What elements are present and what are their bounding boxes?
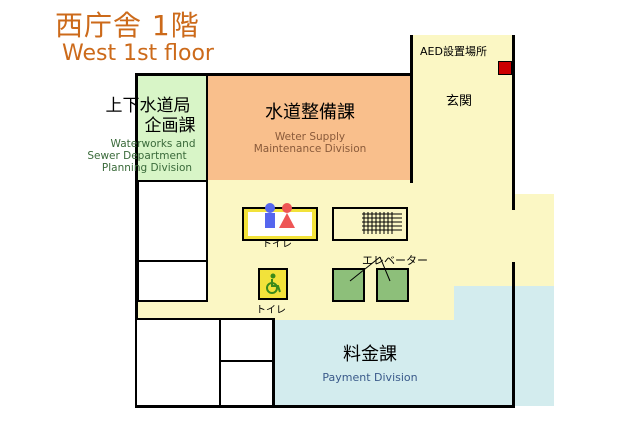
- accessible-toilet-label: トイレ: [256, 305, 286, 316]
- wall-row-top: [137, 318, 273, 321]
- entrance-hall: [412, 35, 514, 185]
- planning-jp-1: 上下水道局: [105, 96, 191, 116]
- toilet-inner: [248, 212, 312, 236]
- elevator-2[interactable]: [376, 268, 409, 302]
- aed-label: AED設置場所: [420, 45, 487, 58]
- wall-planning-divider: [206, 74, 208, 180]
- payment-en: Payment Division: [322, 371, 418, 384]
- room-maintenance: [207, 75, 412, 180]
- storage-1: [137, 180, 208, 264]
- wall-entrance-right: [512, 35, 515, 210]
- room-planning: [137, 75, 207, 180]
- floor-title-en: West 1st floor: [62, 41, 214, 66]
- payment-jp: 料金課: [343, 344, 397, 365]
- storage-5: [221, 362, 272, 405]
- toilet-label: トイレ: [262, 239, 292, 250]
- wall-bottom: [135, 405, 515, 408]
- wall-top: [137, 73, 413, 76]
- wheelchair-icon: [266, 273, 281, 294]
- wall-entrance-left: [410, 35, 413, 183]
- floor-title-jp: 西庁舎 1階: [55, 9, 200, 42]
- storage-3: [137, 320, 219, 405]
- elevator-pointer: [349, 256, 391, 282]
- stairs-icon: [362, 212, 402, 234]
- maintenance-en-1: Weter Supply: [274, 131, 346, 143]
- wall-east-lower: [512, 262, 515, 408]
- wall-left: [135, 73, 138, 408]
- planning-en-3: Planning Division: [101, 162, 193, 174]
- storage-4: [221, 320, 272, 360]
- aed-marker-icon[interactable]: [498, 61, 512, 75]
- entrance-label: 玄関: [446, 94, 473, 109]
- planning-jp-2: 企画課: [144, 116, 196, 136]
- maintenance-jp: 水道整備課: [265, 102, 355, 123]
- toilet-icon: [265, 203, 295, 228]
- planning-en-2: Sewer Department: [87, 150, 187, 162]
- elevator-label: エレベーター: [362, 254, 428, 267]
- wall-mid: [219, 360, 274, 363]
- storage-2: [137, 260, 208, 302]
- stairs: [332, 207, 408, 241]
- planning-en-1: Waterworks and: [110, 138, 196, 150]
- maintenance-en-2: Maintenance Division: [253, 143, 367, 155]
- room-payment-ext: [454, 286, 554, 406]
